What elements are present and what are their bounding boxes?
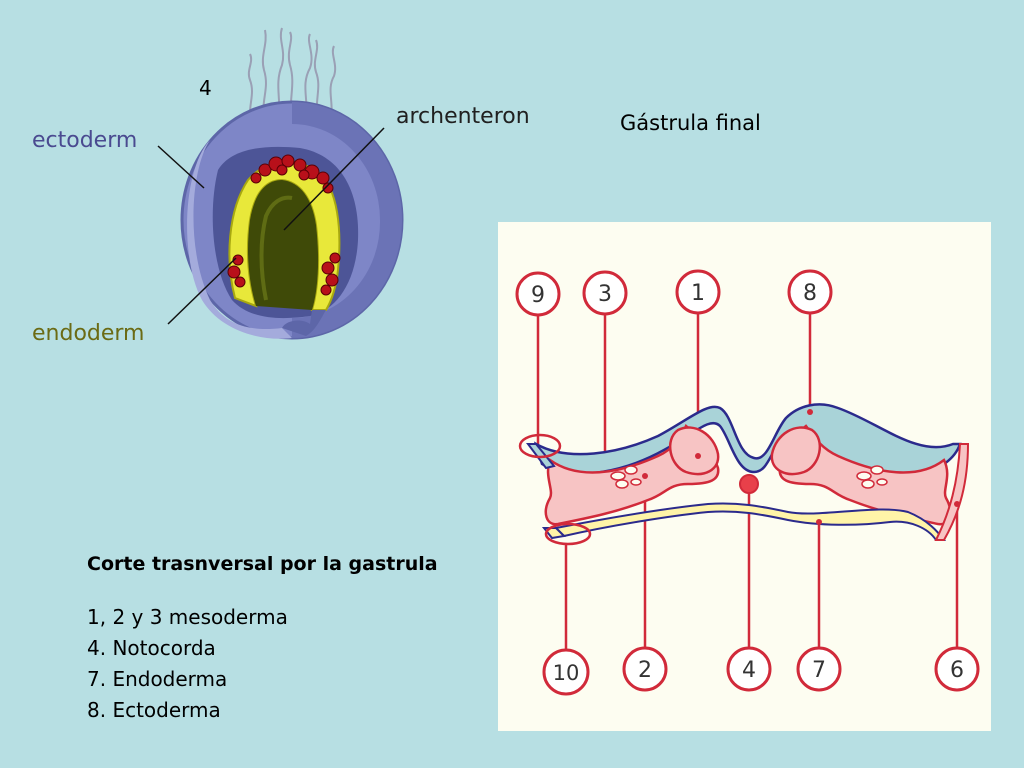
blastopore bbox=[282, 310, 326, 336]
legend-item: 4. Notocorda bbox=[87, 636, 216, 660]
svg-text:3: 3 bbox=[598, 282, 612, 307]
legend: 1, 2 y 3 mesoderma 4. Notocorda 7. Endod… bbox=[87, 602, 288, 726]
slide-title: Gástrula final bbox=[620, 111, 761, 135]
callout-2: 2 bbox=[622, 646, 668, 692]
somite-right bbox=[770, 426, 822, 476]
svg-text:1: 1 bbox=[691, 281, 705, 306]
callout-8: 8 bbox=[787, 269, 833, 315]
callout-6: 6 bbox=[934, 646, 980, 692]
callout-9: 9 bbox=[515, 271, 561, 317]
ectoderm-band bbox=[533, 403, 962, 479]
callout-lines bbox=[536, 314, 959, 652]
caption-title: Corte trasnversal por la gastrula bbox=[87, 553, 438, 575]
cilia bbox=[247, 27, 337, 125]
svg-text:6: 6 bbox=[950, 658, 964, 683]
gastrula-illustration: ectoderm archenteron endoderm bbox=[32, 27, 530, 346]
callout-7: 7 bbox=[796, 646, 842, 692]
svg-text:2: 2 bbox=[638, 658, 652, 683]
legend-item: 8. Ectoderma bbox=[87, 698, 221, 722]
callout-1: 1 bbox=[675, 269, 721, 315]
endoderm-label: endoderm bbox=[32, 321, 145, 346]
legend-item: 1, 2 y 3 mesoderma bbox=[87, 605, 288, 629]
transverse-section-panel: 9 3 1 8 10 2 4 7 bbox=[498, 222, 991, 731]
ectoderm-label: ectoderm bbox=[32, 128, 137, 153]
svg-text:7: 7 bbox=[812, 658, 826, 683]
callout-10-ring bbox=[544, 522, 592, 546]
svg-text:8: 8 bbox=[803, 281, 817, 306]
svg-text:4: 4 bbox=[742, 658, 756, 683]
svg-text:10: 10 bbox=[553, 661, 580, 685]
callout-3: 3 bbox=[582, 270, 628, 316]
transverse-section-diagram: 9 3 1 8 10 2 4 7 bbox=[515, 269, 980, 696]
legend-item: 7. Endoderma bbox=[87, 667, 228, 691]
notochord bbox=[739, 474, 759, 494]
somite-left bbox=[668, 426, 720, 476]
intermediate-mesoderm bbox=[610, 465, 888, 489]
callout-9-ring bbox=[518, 433, 562, 459]
slide-number: 4 bbox=[199, 76, 212, 100]
svg-text:9: 9 bbox=[531, 283, 545, 308]
callout-4: 4 bbox=[726, 646, 772, 692]
archenteron-label: archenteron bbox=[396, 104, 530, 129]
callout-10: 10 bbox=[542, 648, 590, 696]
mesoderm-cells bbox=[227, 154, 341, 296]
